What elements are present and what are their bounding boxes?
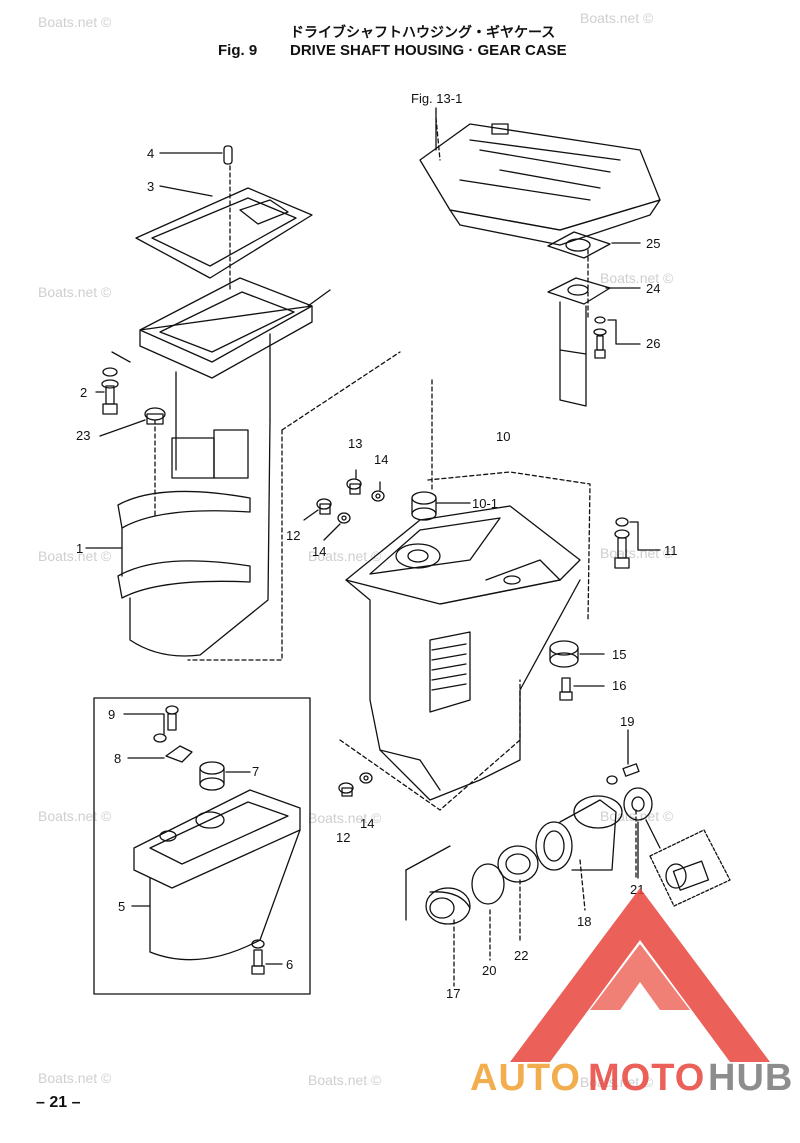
watermark: Boats.net © <box>38 284 112 300</box>
title-english: DRIVE SHAFT HOUSING · GEAR CASE <box>290 42 567 59</box>
label-part-1: 1 <box>76 541 83 556</box>
part-14-washer <box>359 772 373 784</box>
logo-text-moto: MOTO <box>588 1057 705 1099</box>
part-21-kit-box <box>645 819 731 907</box>
title-japanese: ドライブシャフトハウジング・ギヤケース <box>290 25 556 41</box>
label-part-5: 5 <box>118 899 125 914</box>
label-part-26: 26 <box>646 336 660 351</box>
engine-base-reference <box>419 107 661 246</box>
label-part-14: 14 <box>374 452 388 467</box>
part-26-bolt <box>593 316 641 359</box>
label-part-12: 12 <box>336 830 350 845</box>
logo-text-auto: AUTO <box>470 1057 581 1099</box>
watermark: Boats.net © <box>580 1074 654 1090</box>
reference-fig-13-1: Fig. 13-1 <box>411 91 462 106</box>
label-part-19: 19 <box>620 714 634 729</box>
figure-number: Fig. 9 <box>218 42 258 59</box>
label-part-13: 13 <box>348 436 362 451</box>
part-10-gear-case <box>345 505 581 801</box>
label-part-9: 9 <box>108 707 115 722</box>
part-10-1-bushing <box>411 491 471 521</box>
label-part-6: 6 <box>286 957 293 972</box>
label-part-3: 3 <box>147 179 154 194</box>
label-part-14: 14 <box>312 544 326 559</box>
label-part-14: 14 <box>360 816 374 831</box>
part-16-bolt <box>559 677 605 701</box>
watermark: Boats.net © <box>308 1072 382 1088</box>
part-11-bolt <box>614 517 661 569</box>
part-13-drain-plug <box>346 469 362 495</box>
watermark: Boats.net © <box>38 14 112 30</box>
part-14-washer <box>323 512 351 541</box>
watermark: Boats.net © <box>308 548 382 564</box>
part-12-screw <box>338 782 354 797</box>
label-part-23: 23 <box>76 428 90 443</box>
part-8-cam <box>127 745 193 763</box>
watermark: Boats.net © <box>38 808 112 824</box>
watermark: Boats.net © <box>38 1070 112 1086</box>
label-part-4: 4 <box>147 146 154 161</box>
part-20-o-ring <box>471 863 505 905</box>
label-part-7: 7 <box>252 764 259 779</box>
part-1-drive-shaft-housing <box>85 277 331 657</box>
part-23-plug <box>99 407 166 437</box>
label-part-16: 16 <box>612 678 626 693</box>
label-part-10-1: 10-1 <box>472 496 498 511</box>
part-number-labels: 4 3 2 23 1 Fig. 13-1 25 24 26 10 13 14 1… <box>76 91 678 1001</box>
label-part-24: 24 <box>646 281 660 296</box>
label-part-2: 2 <box>80 385 87 400</box>
label-part-17: 17 <box>446 986 460 1001</box>
part-14-washer <box>371 481 385 502</box>
connector-line <box>405 845 451 871</box>
watermark: Boats.net © <box>308 810 382 826</box>
label-part-11: 11 <box>664 543 678 558</box>
part-6-bolt <box>251 939 283 975</box>
label-part-25: 25 <box>646 236 660 251</box>
label-part-8: 8 <box>114 751 121 766</box>
water-pump-assembly-box <box>93 697 311 995</box>
part-7-impeller <box>199 761 251 791</box>
label-part-12: 12 <box>286 528 300 543</box>
part-25-gasket <box>547 231 641 259</box>
watermark: Boats.net © <box>580 10 654 26</box>
part-2-bolt <box>95 351 131 415</box>
part-17-bearing <box>425 887 471 925</box>
part-5-cover <box>131 789 301 961</box>
part-18-propeller-shaft-housing <box>535 795 623 871</box>
label-part-18: 18 <box>577 914 591 929</box>
part-9-bolt <box>123 705 179 743</box>
logo-text-hub: HUB <box>708 1057 793 1099</box>
part-15-spacer <box>549 640 605 668</box>
automotohub-logo: AUTO MOTO HUB <box>470 888 793 1099</box>
watermark: Boats.net © <box>600 270 674 286</box>
part-24-exhaust-pipe <box>547 277 641 407</box>
part-12-screw <box>303 498 332 521</box>
part-4-dowel-pin <box>159 145 233 165</box>
label-part-15: 15 <box>612 647 626 662</box>
part-22-bearing <box>497 845 539 883</box>
part-19-bolt <box>606 729 640 785</box>
label-part-22: 22 <box>514 948 528 963</box>
watermark: Boats.net © <box>38 548 112 564</box>
part-3-gasket <box>135 185 313 279</box>
part-21-oil-seal <box>623 787 653 879</box>
label-part-20: 20 <box>482 963 496 978</box>
label-part-10: 10 <box>496 429 510 444</box>
page-number: – 21 – <box>36 1094 81 1111</box>
